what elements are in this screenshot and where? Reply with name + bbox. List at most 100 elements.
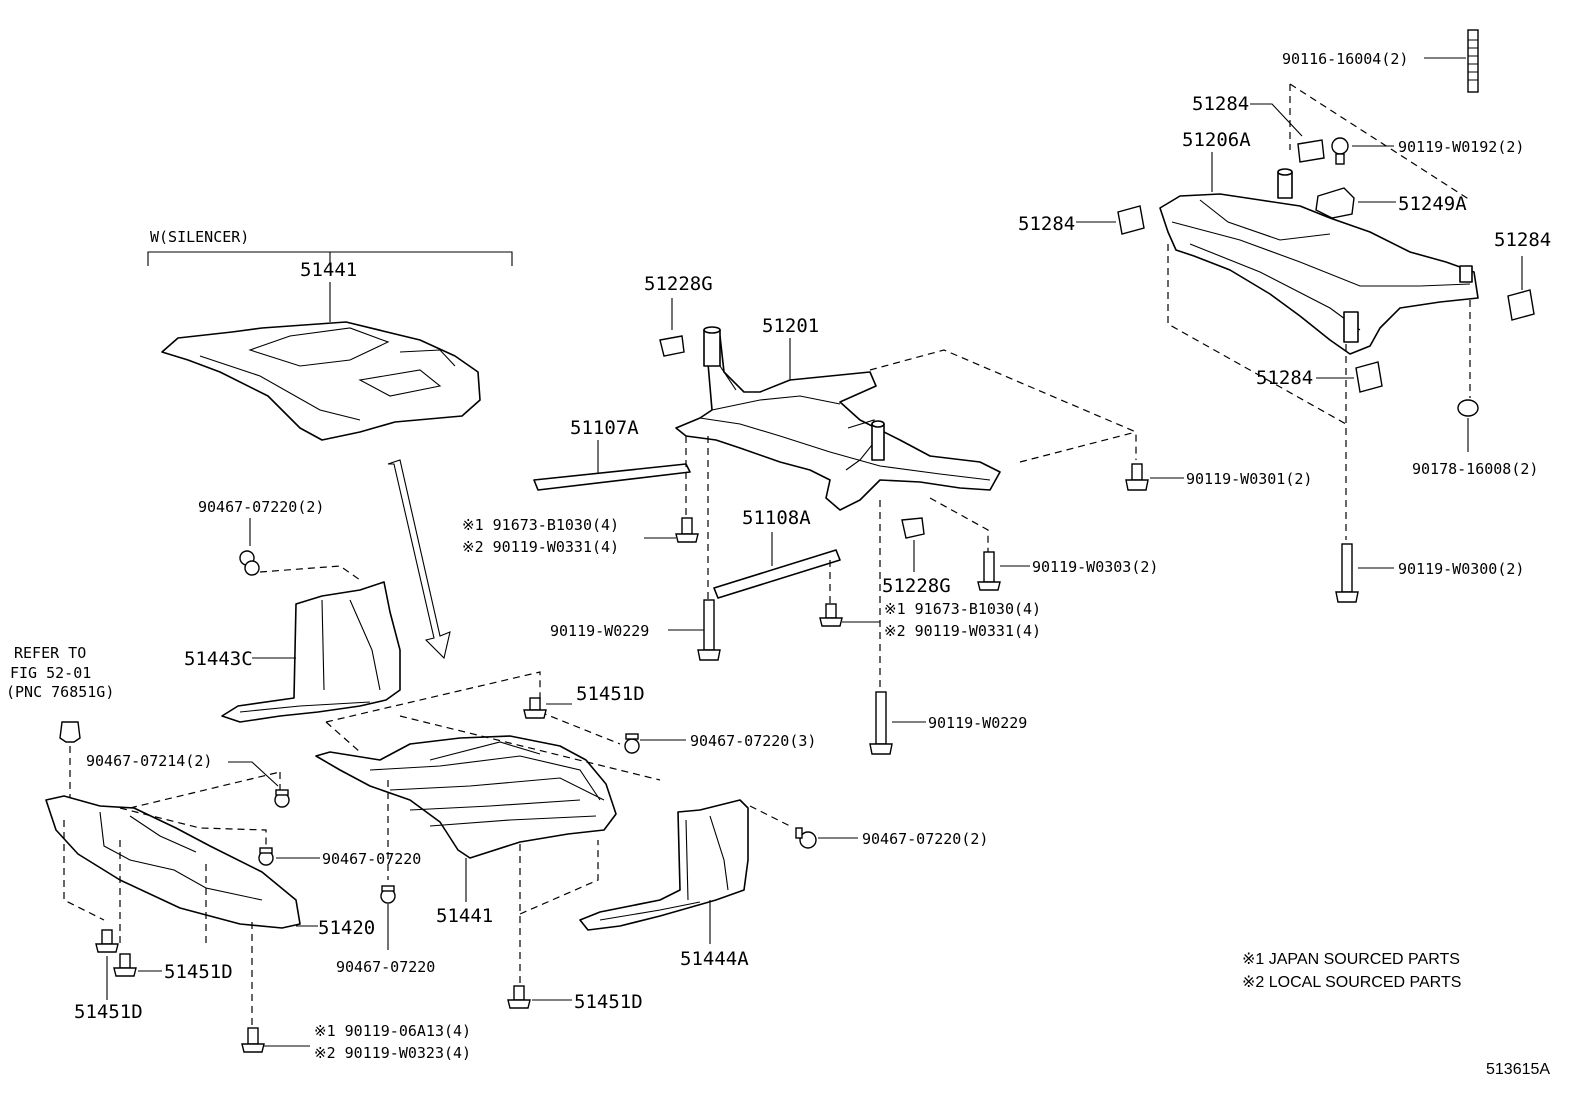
label-90119-W0323: ※2 90119-W0323(4) [314,1044,471,1062]
silencer-bracket-group: W(SILENCER) 51441 [147,228,513,322]
part-51107A-brace[interactable] [533,463,691,491]
bolt-90119-W0229-b[interactable] [869,691,893,755]
part-51443C-side-cover[interactable] [221,581,401,723]
label-90467-07220-2-b: 90467-07220(2) [862,830,988,848]
dash-51201-rear-2 [1019,431,1137,463]
dash-51420-a [129,771,281,809]
part-51441-silencer-cover[interactable] [161,321,481,441]
bolt-90119-06A13[interactable] [241,1027,265,1053]
part-51228G-top-bracket[interactable] [659,335,685,357]
label-90119-W0303: 90119-W0303(2) [1032,558,1158,576]
bolt-91673-B1030-a[interactable] [675,517,699,543]
dash-51201-right [929,497,989,552]
part-51284-bushing-a[interactable] [1297,139,1325,163]
fastener-90467-07214[interactable] [274,789,290,808]
label-51249A: 51249A [1398,193,1467,215]
bolt-90119-W0301[interactable] [1125,463,1149,491]
bolt-51451D-mid-bottom[interactable] [507,985,531,1009]
label-90119-W0229-b: 90119-W0229 [928,714,1027,732]
label-90467-07214-2: 90467-07214(2) [86,752,212,770]
label-91673-B1030-b: ※1 91673-B1030(4) [884,600,1041,618]
label-51451D-left-a: 51451D [164,961,233,983]
label-51441-bottom: 51441 [436,905,493,927]
washer-90178-16008[interactable] [1457,399,1479,417]
fastener-90467-07220-b[interactable] [258,847,274,866]
figure-id: 513615A [1486,1061,1550,1078]
label-90119-W0331-b: ※2 90119-W0331(4) [884,622,1041,640]
label-51284-b: 51284 [1018,213,1075,235]
bolt-90119-W0192[interactable] [1331,137,1349,165]
note-japan-sourced: ※1 JAPAN SOURCED PARTS [1242,951,1460,968]
direction-arrow [387,459,451,660]
part-51284-bushing-d[interactable] [1355,361,1383,393]
clip-refer-76851G[interactable] [59,721,81,743]
leader-90467-07214 [228,761,279,787]
label-90467-07220-2-a: 90467-07220(2) [198,498,324,516]
label-91673-B1030-a: ※1 91673-B1030(4) [462,516,619,534]
dash-51201-rear [869,349,1137,460]
label-51451D-left-b: 51451D [74,1001,143,1023]
part-51444A-side-cover[interactable] [579,799,749,931]
part-51249A-bracket[interactable] [1315,187,1355,219]
dash-51441-d [539,711,621,745]
dash-rear-left [1167,244,1347,425]
part-51284-bushing-b[interactable] [1117,205,1145,235]
label-51284-d: 51284 [1256,367,1313,389]
fastener-90467-07220-a[interactable] [239,550,260,576]
bolt-91673-B1030-b[interactable] [819,603,843,627]
bolt-51451D-left-a[interactable] [95,929,119,953]
label-90119-06A13: ※1 90119-06A13(4) [314,1022,471,1040]
part-51228G-bottom-bracket[interactable] [901,517,925,539]
label-51451D-mid-top: 51451D [576,683,645,705]
dash-51441-c [399,715,661,781]
label-90119-W0301: 90119-W0301(2) [1186,470,1312,488]
label-90119-W0229-a: 90119-W0229 [550,622,649,640]
fastener-90467-07220-c[interactable] [380,885,396,904]
part-51420-front-cover[interactable] [45,795,301,929]
fastener-90467-07220-2-b[interactable] [795,827,817,849]
bolt-51451D-left-b[interactable] [113,953,137,977]
dash-51420-d [63,820,105,921]
dash-51444A [749,805,791,827]
bolt-90119-W0300[interactable] [1335,543,1359,603]
refer-line-3: (PNC 76851G) [6,683,114,701]
label-90119-W0300: 90119-W0300(2) [1398,560,1524,578]
label-90467-07220-c: 90467-07220 [336,958,435,976]
label-90119-W0331-a: ※2 90119-W0331(4) [462,538,619,556]
label-51443C: 51443C [184,648,253,670]
fastener-90467-07220-3[interactable] [624,733,640,754]
dash-51441-g [519,840,599,915]
label-51201: 51201 [762,315,819,337]
part-51206A-rear-subframe[interactable] [1159,168,1479,355]
label-90178-16008: 90178-16008(2) [1412,460,1538,478]
label-51451D-mid-bottom: 51451D [574,991,643,1013]
refer-line-1: REFER TO [14,644,86,662]
label-51228G-top: 51228G [644,273,713,295]
bolt-51451D-mid-top[interactable] [523,697,547,719]
label-51107A: 51107A [570,417,639,439]
refer-line-2: FIG 52-01 [10,664,91,682]
label-90119-W0192: 90119-W0192(2) [1398,138,1524,156]
stud-90116-16004[interactable] [1467,29,1479,93]
dash-90467-07220-a [259,565,361,581]
label-51206A: 51206A [1182,129,1251,151]
label-90116-16004: 90116-16004(2) [1282,50,1408,68]
label-51284-c: 51284 [1494,229,1551,251]
label-51284-a: 51284 [1192,93,1249,115]
dash-51441-b [325,721,361,753]
label-90467-07220-b: 90467-07220 [322,850,421,868]
leader-51284-a [1250,103,1303,137]
part-51108A-brace[interactable] [713,549,841,599]
label-51108A: 51108A [742,507,811,529]
label-90467-07220-3: 90467-07220(3) [690,732,816,750]
label-51444A: 51444A [680,948,749,970]
part-51441-engine-under-cover[interactable] [315,735,617,859]
label-51228G-bottom: 51228G [882,575,951,597]
note-local-sourced: ※2 LOCAL SOURCED PARTS [1242,974,1461,991]
label-w-silencer: W(SILENCER) [150,228,249,246]
part-51284-bushing-c[interactable] [1507,289,1535,321]
part-51201-front-crossmember[interactable] [675,326,1001,511]
bolt-90119-W0303[interactable] [977,551,1001,591]
bolt-90119-W0229-a[interactable] [697,599,721,661]
